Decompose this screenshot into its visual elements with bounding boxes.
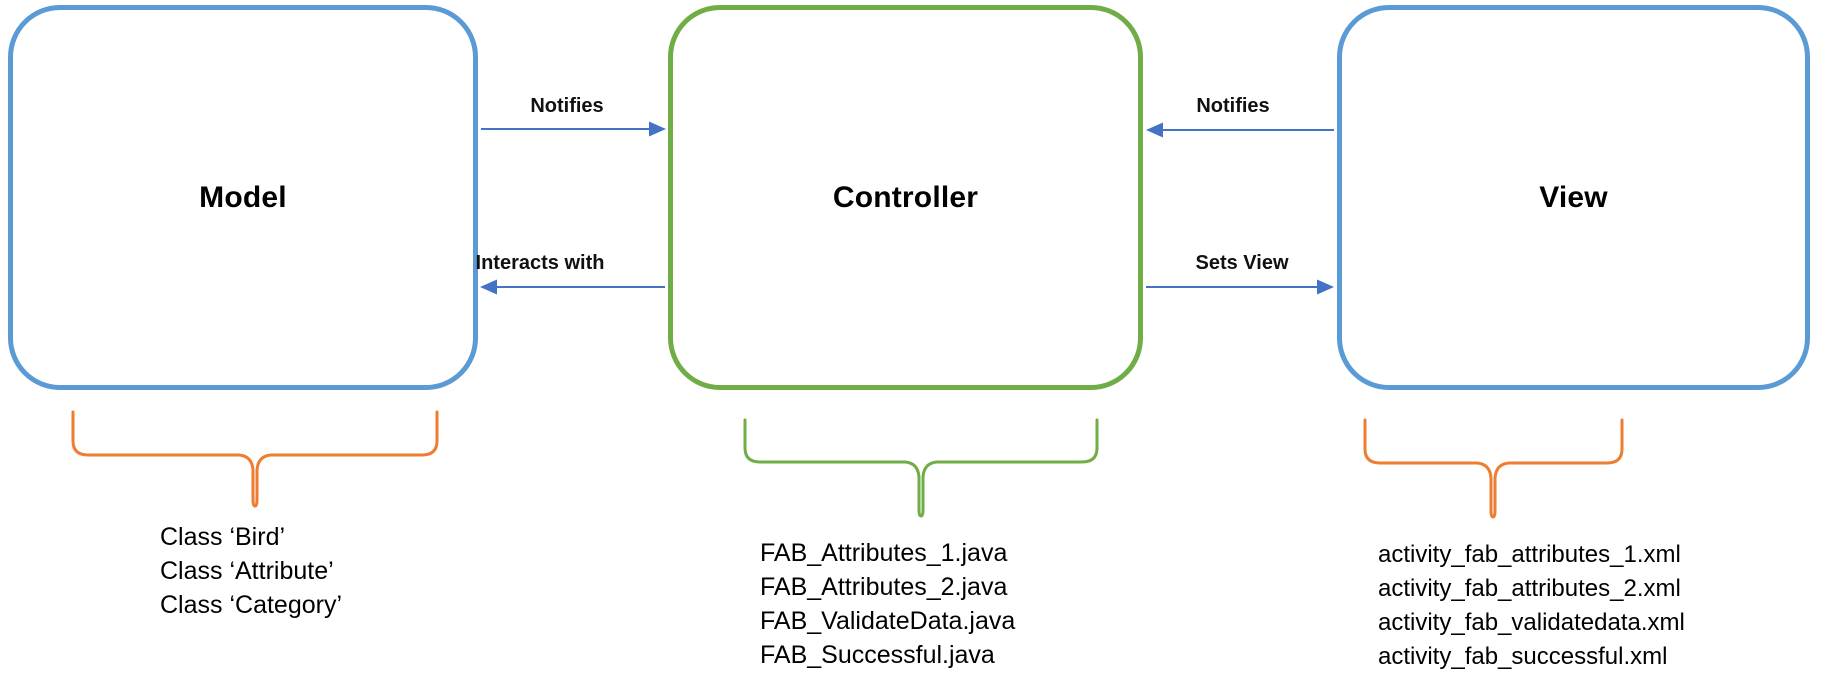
- list-item: FAB_Attributes_2.java: [760, 573, 1008, 601]
- arrow-model-to-controller: [481, 121, 666, 137]
- list-item: FAB_ValidateData.java: [760, 607, 1016, 635]
- model-box-title: Model: [199, 180, 287, 214]
- list-item: activity_fab_attributes_1.xml: [1378, 541, 1681, 568]
- list-item: activity_fab_attributes_2.xml: [1378, 575, 1681, 602]
- arrow-label-interacts-with: Interacts with: [475, 252, 605, 274]
- model-brace: [71, 410, 439, 508]
- view-box-title: View: [1539, 180, 1608, 214]
- arrow-view-to-controller: [1146, 122, 1334, 138]
- model-classes-list: Class ‘Bird’ Class ‘Attribute’ Class ‘Ca…: [160, 520, 342, 622]
- list-item: Class ‘Category’: [160, 591, 343, 619]
- arrow-controller-to-model: [480, 279, 665, 295]
- controller-box-title: Controller: [832, 180, 979, 214]
- list-item: Class ‘Attribute’: [160, 557, 334, 585]
- view-files-list: activity_fab_attributes_1.xml activity_f…: [1378, 538, 1685, 674]
- view-brace: [1363, 418, 1624, 519]
- model-box: Model: [8, 5, 478, 390]
- controller-box: Controller: [668, 5, 1143, 390]
- list-item: FAB_Successful.java: [760, 641, 995, 669]
- list-item: Class ‘Bird’: [160, 523, 286, 551]
- controller-brace: [743, 418, 1099, 518]
- list-item: activity_fab_successful.xml: [1378, 643, 1668, 670]
- controller-files-list: FAB_Attributes_1.java FAB_Attributes_2.j…: [760, 536, 1015, 672]
- list-item: activity_fab_validatedata.xml: [1378, 609, 1685, 636]
- list-item: FAB_Attributes_1.java: [760, 539, 1008, 567]
- arrow-label-notifies-right: Notifies: [1196, 95, 1270, 117]
- arrow-controller-to-view: [1146, 279, 1334, 295]
- arrow-label-sets-view: Sets View: [1195, 252, 1289, 274]
- view-box: View: [1337, 5, 1810, 390]
- arrow-label-notifies-left: Notifies: [530, 95, 604, 117]
